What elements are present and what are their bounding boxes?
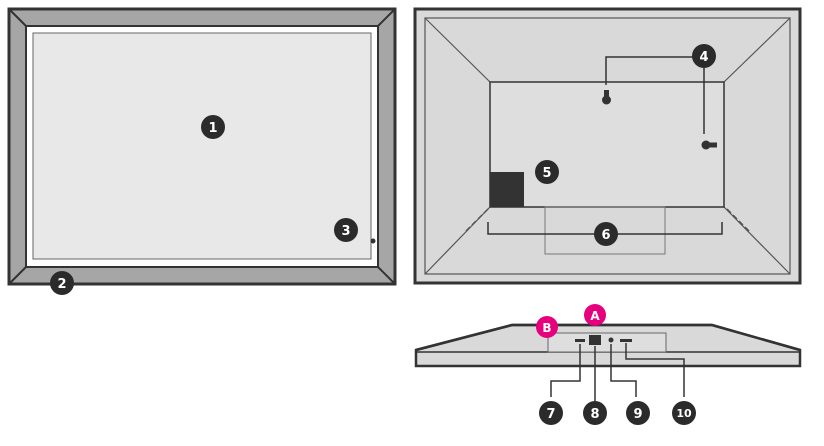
speaker-block bbox=[490, 172, 524, 207]
callout-b: B bbox=[536, 316, 558, 338]
display-screen bbox=[32, 32, 372, 260]
svg-text:5: 5 bbox=[542, 166, 551, 181]
back-view bbox=[413, 7, 802, 285]
bevel-line bbox=[424, 17, 491, 83]
bevel-line bbox=[8, 266, 27, 285]
svg-text:A: A bbox=[590, 309, 600, 323]
callout-8: 8 bbox=[583, 401, 607, 425]
svg-text:1: 1 bbox=[208, 121, 217, 136]
callout-6: 6 bbox=[594, 222, 618, 246]
callout-10: 10 bbox=[672, 401, 696, 425]
svg-text:3: 3 bbox=[341, 224, 350, 239]
svg-text:10: 10 bbox=[676, 407, 692, 420]
leader-line-10 bbox=[625, 343, 685, 397]
callout-7: 7 bbox=[539, 401, 563, 425]
callout-5: 5 bbox=[535, 160, 559, 184]
callout-9: 9 bbox=[626, 401, 650, 425]
bevel-line bbox=[8, 8, 27, 27]
keyhole-mount-top bbox=[602, 90, 611, 105]
keyhole-mount-side bbox=[701, 140, 717, 150]
bottom-view bbox=[414, 323, 802, 401]
port-sd-slot bbox=[620, 339, 632, 342]
svg-text:4: 4 bbox=[699, 50, 708, 65]
callout-2: 2 bbox=[50, 271, 74, 295]
stand-outline bbox=[544, 206, 666, 255]
callout-1: 1 bbox=[201, 115, 225, 139]
leader-line-9 bbox=[610, 344, 637, 397]
callout-4: 4 bbox=[692, 44, 716, 68]
port-panel bbox=[547, 332, 667, 353]
port-dc-jack bbox=[608, 337, 614, 343]
bevel-line bbox=[723, 206, 791, 275]
front-view bbox=[7, 7, 397, 286]
svg-text:B: B bbox=[542, 321, 551, 335]
svg-text:9: 9 bbox=[633, 407, 642, 422]
port-micro-usb bbox=[575, 339, 585, 342]
svg-text:8: 8 bbox=[590, 407, 599, 422]
hinge-marks-left bbox=[465, 208, 489, 232]
light-sensor-dot bbox=[370, 238, 376, 244]
leader-line-7 bbox=[550, 344, 581, 397]
callout-a: A bbox=[584, 304, 606, 326]
callout-3: 3 bbox=[334, 218, 358, 242]
hinge-marks-right bbox=[726, 208, 750, 232]
svg-text:7: 7 bbox=[546, 407, 555, 422]
port-usb bbox=[589, 335, 601, 345]
svg-text:2: 2 bbox=[57, 277, 66, 292]
bevel-line bbox=[377, 8, 396, 27]
bevel-line bbox=[377, 266, 396, 285]
bevel-line bbox=[723, 17, 791, 83]
leader-line-4a bbox=[605, 56, 693, 85]
back-inner-edge bbox=[424, 17, 791, 275]
svg-text:6: 6 bbox=[601, 228, 610, 243]
